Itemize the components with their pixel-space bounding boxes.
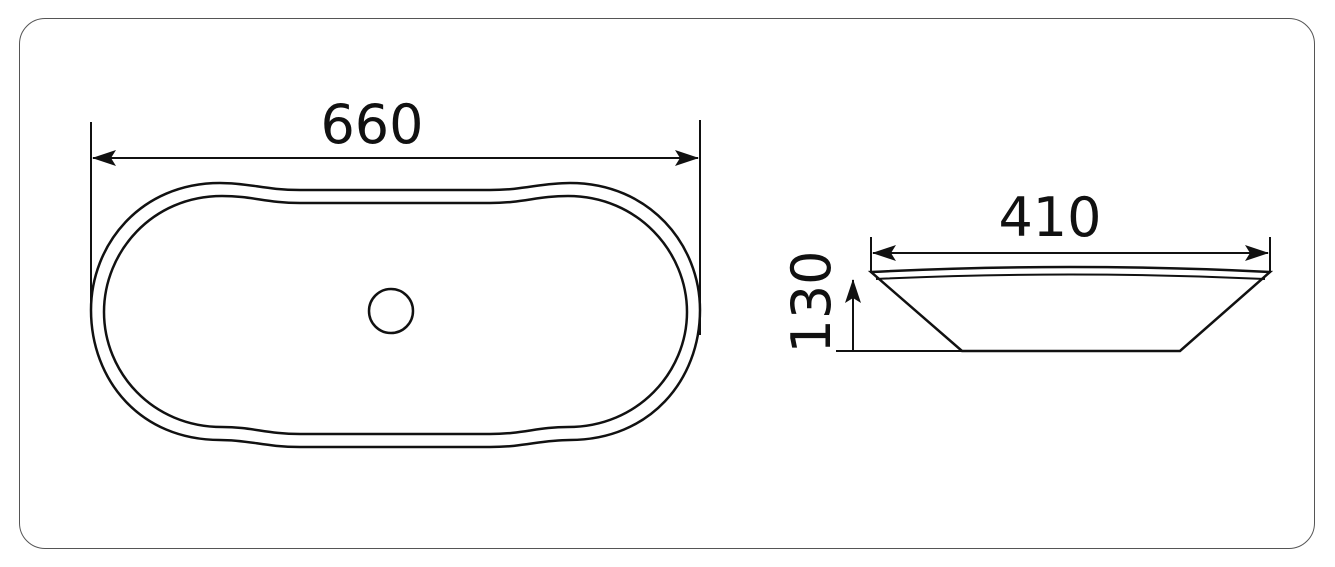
side-view-width-label: 410 xyxy=(998,186,1101,249)
drawing-frame xyxy=(19,18,1315,549)
top-view-width-label: 660 xyxy=(320,93,423,156)
side-view-height-label: 130 xyxy=(780,250,843,353)
basin-inner-outline xyxy=(102,194,689,436)
side-view: 410 130 xyxy=(780,186,1274,354)
basin-side-profile xyxy=(867,265,1274,353)
basin-outer-outline xyxy=(89,181,702,449)
drain-hole xyxy=(367,287,415,335)
basin-side-rim xyxy=(875,273,1266,280)
top-view: 660 xyxy=(89,93,702,449)
